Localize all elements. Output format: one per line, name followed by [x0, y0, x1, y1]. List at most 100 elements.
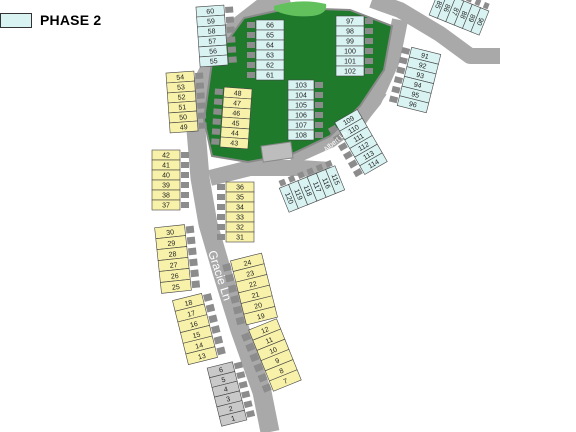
driveway-41: [181, 162, 189, 168]
lot-number-33: 33: [236, 215, 244, 222]
lot-number-10: 10: [269, 347, 279, 356]
lot-number-34: 34: [236, 205, 244, 212]
lot-number-52: 52: [178, 94, 186, 102]
driveway-38: [181, 192, 189, 198]
lot-number-112: 112: [357, 141, 370, 153]
lot-number-20: 20: [254, 302, 263, 311]
driveway-39: [181, 182, 189, 188]
lot-1[interactable]: [218, 409, 248, 427]
lot-37[interactable]: [151, 199, 181, 211]
lot-number-61: 61: [266, 73, 274, 80]
driveway-110: [332, 133, 343, 143]
lots-layer: 6543211211109871817161514132423222120193…: [151, 0, 490, 427]
driveway-56: [227, 46, 237, 53]
lot-number-54: 54: [176, 74, 184, 82]
driveway-47: [213, 98, 223, 105]
driveway-92: [398, 56, 408, 65]
lot-number-64: 64: [266, 43, 274, 50]
lot-number-13: 13: [197, 353, 206, 362]
driveway-4: [238, 380, 248, 389]
lot-number-55: 55: [210, 58, 218, 66]
driveway-22: [227, 284, 238, 294]
driveway-61: [247, 72, 255, 78]
lot-number-115: 115: [330, 173, 341, 186]
driveway-114: [352, 168, 363, 178]
lot-61[interactable]: [255, 69, 285, 81]
driveway-6: [233, 361, 244, 370]
driveway-44: [211, 128, 221, 135]
driveway-8: [257, 373, 268, 383]
driveway-21: [230, 295, 240, 304]
legend-label: PHASE 2: [40, 12, 102, 28]
driveway-62: [247, 62, 255, 68]
lot-number-6: 6: [218, 367, 224, 375]
driveway-59: [225, 16, 235, 23]
lot-number-87: 87: [450, 6, 459, 16]
lot-7[interactable]: [268, 369, 302, 392]
lot-90[interactable]: [470, 7, 490, 36]
lot-115[interactable]: [325, 165, 346, 194]
driveway-11: [245, 342, 256, 352]
driveway-106: [315, 112, 323, 118]
driveway-113: [347, 159, 358, 169]
lot-55[interactable]: [199, 54, 229, 68]
lot-number-32: 32: [236, 225, 244, 232]
driveway-96: [388, 95, 399, 104]
lot-number-15: 15: [192, 331, 201, 340]
lot-108[interactable]: [287, 129, 315, 141]
driveway-16: [208, 314, 218, 324]
driveway-27: [189, 258, 198, 267]
lot-number-65: 65: [266, 33, 274, 40]
driveway-23: [224, 273, 235, 283]
lot-number-19: 19: [256, 313, 265, 322]
driveway-9: [253, 362, 264, 373]
lot-number-109: 109: [342, 115, 356, 127]
driveway-90: [482, 1, 490, 10]
lot-96[interactable]: [396, 95, 430, 114]
driveway-115: [324, 159, 333, 168]
lot-number-28: 28: [168, 251, 177, 259]
driveway-60: [225, 6, 234, 14]
lot-43[interactable]: [219, 136, 249, 150]
lot-25[interactable]: [160, 278, 192, 294]
lot-number-107: 107: [295, 123, 307, 130]
lot-102[interactable]: [335, 65, 365, 77]
driveway-50: [197, 112, 207, 119]
lot-114[interactable]: [359, 152, 388, 175]
driveway-93: [396, 66, 406, 75]
lot-number-62: 62: [266, 63, 274, 70]
driveway-37: [181, 202, 189, 208]
lot-number-106: 106: [295, 113, 307, 120]
lot-number-91: 91: [420, 52, 429, 61]
lot-number-56: 56: [209, 48, 217, 56]
lot-13[interactable]: [185, 346, 218, 366]
lot-number-117: 117: [311, 181, 322, 194]
lot-31[interactable]: [225, 231, 255, 243]
driveway-100: [365, 48, 373, 54]
driveway-7: [261, 383, 272, 393]
driveway-91: [401, 47, 411, 55]
lot-number-31: 31: [236, 235, 244, 242]
driveway-43: [211, 138, 220, 145]
driveway-119: [287, 174, 296, 183]
lot-number-51: 51: [178, 104, 186, 112]
lot-number-111: 111: [353, 133, 366, 144]
lot-49[interactable]: [169, 120, 199, 134]
driveway-99: [365, 38, 373, 44]
driveway-13: [216, 346, 226, 356]
lot-number-14: 14: [195, 342, 204, 351]
legend-swatch-phase-2: [0, 12, 32, 28]
lot-number-101: 101: [344, 59, 356, 66]
driveway-40: [181, 172, 189, 178]
clubhouse-building: [260, 141, 294, 163]
lot-19[interactable]: [243, 306, 278, 326]
